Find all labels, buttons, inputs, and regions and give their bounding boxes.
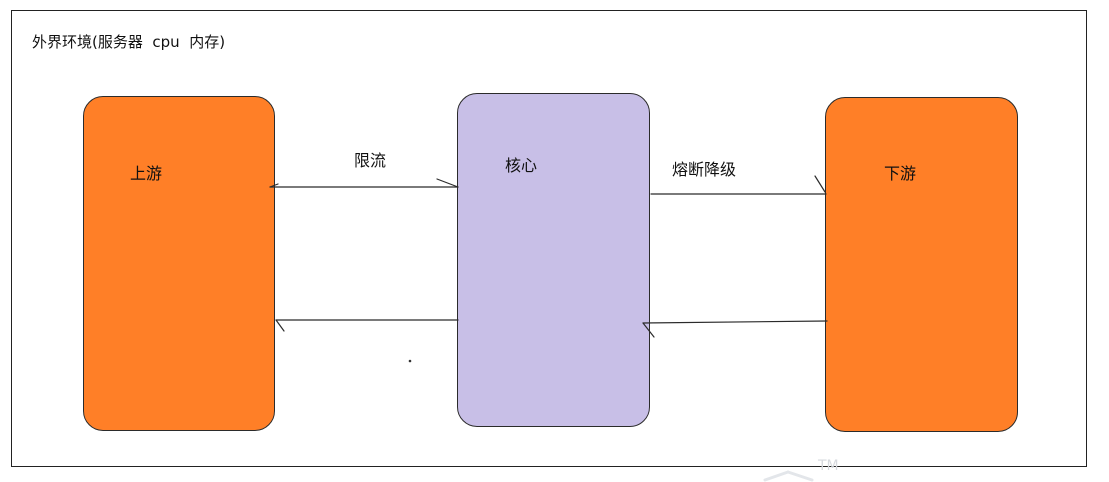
- environment-title: 外界环境(服务器 cpu 内存): [32, 33, 226, 51]
- downstream-node[interactable]: [825, 97, 1018, 432]
- upstream-node[interactable]: [83, 96, 275, 431]
- circuit-breaker-label: 熔断降级: [672, 160, 737, 179]
- core-label: 核心: [505, 156, 538, 175]
- rate-limit-label: 限流: [354, 151, 387, 170]
- upstream-label: 上游: [130, 164, 163, 183]
- core-node[interactable]: [457, 93, 650, 427]
- downstream-label: 下游: [884, 164, 917, 183]
